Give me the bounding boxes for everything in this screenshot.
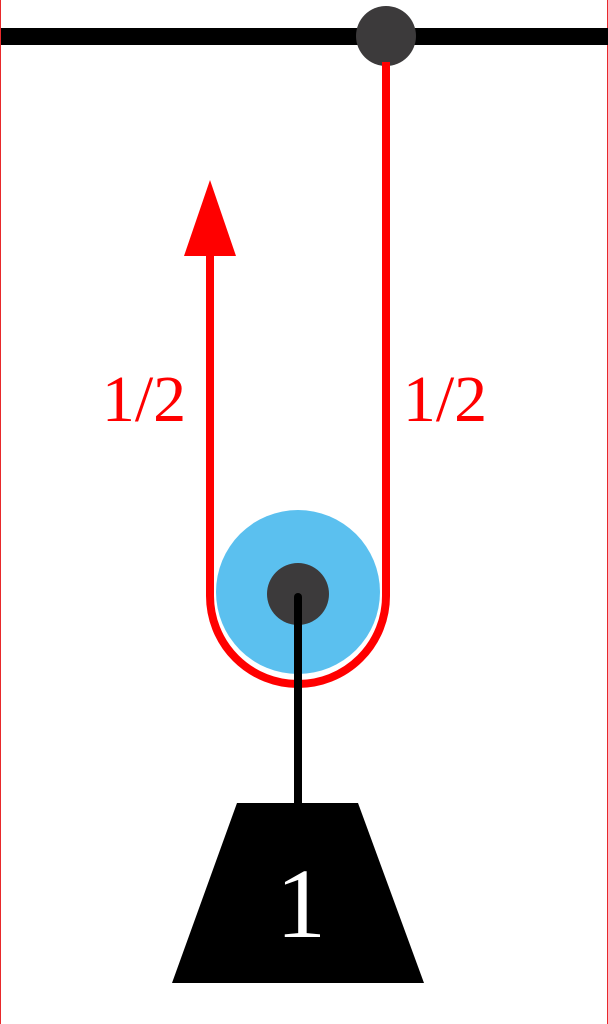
- ceiling-beam: [1, 28, 608, 45]
- up-arrow-icon: [184, 180, 236, 256]
- weight-label: 1: [276, 848, 326, 959]
- force-left-label: 1/2: [102, 363, 186, 436]
- fixed-anchor-icon: [356, 6, 416, 66]
- force-right-label: 1/2: [403, 363, 487, 436]
- weight-icon: [172, 803, 424, 983]
